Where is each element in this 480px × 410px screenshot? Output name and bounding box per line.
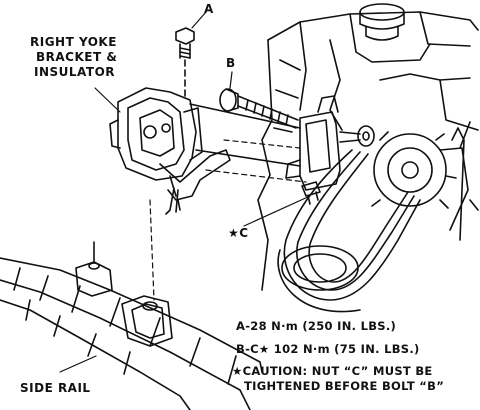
- callout-b: B: [226, 56, 236, 70]
- bolt-a: [175, 27, 195, 97]
- spec-a: A-28 N·m (250 IN. LBS.): [236, 319, 397, 333]
- yoke-title-line3: INSULATOR: [34, 65, 116, 79]
- engine-bracket: [285, 95, 341, 205]
- engine-block: [257, 3, 479, 291]
- bolt-b: [219, 88, 375, 147]
- caution-line1: ★CAUTION: NUT “C” MUST BE: [232, 364, 433, 378]
- yoke-bracket: [109, 87, 301, 215]
- callout-a: A: [204, 2, 214, 16]
- side-rail: [0, 241, 263, 410]
- leader-lines: [59, 11, 311, 373]
- side-rail-label: SIDE RAIL: [20, 381, 91, 395]
- yoke-title-line2: BRACKET &: [36, 50, 118, 64]
- caution-line2: TIGHTENED BEFORE BOLT “B”: [244, 379, 445, 393]
- callout-c: ★C: [228, 226, 249, 240]
- alternator: [371, 121, 479, 241]
- alignment-lines: [149, 139, 307, 301]
- spec-bc: B-C★ 102 N·m (75 IN. LBS.): [236, 342, 420, 356]
- yoke-title-line1: RIGHT YOKE: [30, 35, 117, 49]
